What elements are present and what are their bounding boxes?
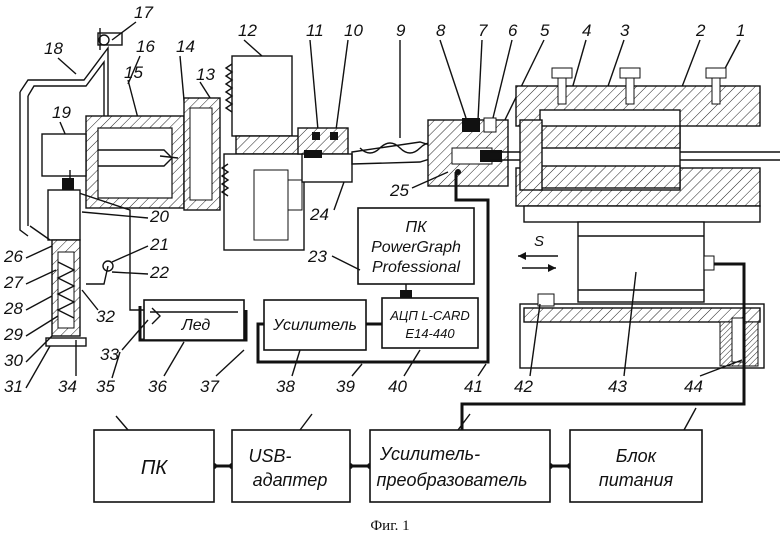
part-number: 41	[464, 377, 483, 396]
amplifier-converter-block: Усилитель- преобразователь	[370, 430, 550, 502]
block-label: питания	[599, 470, 674, 490]
part-numbers-bottom: 34 35 36 37 38 39 40 41 42 43 44	[58, 377, 703, 396]
dynamometer-table	[520, 222, 764, 368]
part-numbers-left: 26 27 28 29 30 31	[3, 247, 23, 396]
part-number: 6	[508, 21, 518, 40]
part-number: 12	[238, 21, 257, 40]
part-number: 29	[3, 325, 23, 344]
part-number: 39	[336, 377, 355, 396]
part-number: 15	[124, 63, 143, 82]
block-label: PowerGraph	[371, 239, 461, 256]
part-number: 30	[4, 351, 23, 370]
part-number: 31	[4, 377, 23, 396]
feed-label: S	[534, 233, 544, 250]
part-number: 25	[389, 181, 409, 200]
part-number: 40	[388, 377, 407, 396]
feed-direction: S	[518, 233, 558, 272]
block-label: Е14-440	[405, 326, 455, 341]
block-label: АЦП L-CARD	[389, 308, 470, 323]
block-label: ПК	[141, 457, 168, 479]
part-number: 21	[149, 235, 169, 254]
part-number: 36	[148, 377, 167, 396]
part-number: 28	[3, 299, 23, 318]
part-number: 14	[176, 37, 195, 56]
block-label: Лед	[181, 317, 211, 334]
block-label: Усилитель-	[379, 444, 480, 464]
part-number: 1	[736, 21, 745, 40]
tool-holder	[298, 128, 352, 182]
usb-adapter-block: USB- адаптер	[232, 430, 350, 502]
part-number: 37	[200, 377, 219, 396]
part-number: 9	[396, 21, 406, 40]
part-number: 42	[514, 377, 533, 396]
part-number: 27	[3, 273, 23, 292]
part-number: 19	[52, 103, 71, 122]
block-label: преобразователь	[377, 470, 528, 490]
part-number: 35	[96, 377, 115, 396]
part-number: 43	[608, 377, 627, 396]
part-number: 22	[149, 263, 169, 282]
power-unit-block: Блок питания	[570, 430, 702, 502]
block-label: Блок	[616, 446, 658, 466]
part-number: 7	[478, 21, 488, 40]
pc-powergraph-block: ПК PowerGraph Professional	[358, 208, 474, 284]
block-label: ПК	[405, 219, 428, 236]
part-number: 23	[307, 247, 327, 266]
block-label: Professional	[372, 259, 460, 276]
part-number: 5	[540, 21, 550, 40]
ice-bath-block: Лед	[144, 300, 244, 340]
part-number: 4	[582, 21, 591, 40]
part-number: 32	[96, 307, 115, 326]
part-number: 2	[695, 21, 706, 40]
part-number: 11	[306, 21, 324, 40]
part-number: 3	[620, 21, 630, 40]
part-number: 8	[436, 21, 446, 40]
figure-caption: Фиг. 1	[370, 518, 409, 534]
block-label: Усилитель	[272, 317, 357, 334]
part-number: 26	[3, 247, 23, 266]
part-number: 10	[344, 21, 363, 40]
part-number: 34	[58, 377, 77, 396]
pc-block: ПК	[94, 430, 214, 502]
block-label: адаптер	[253, 470, 328, 490]
amplifier-block: Усилитель	[264, 300, 366, 350]
part-number: 44	[684, 377, 703, 396]
spindle-housing	[516, 68, 760, 222]
part-number: 18	[44, 39, 63, 58]
leader-lines-blocks	[116, 408, 696, 430]
block-label: USB-	[248, 446, 291, 466]
part-number: 20	[149, 207, 169, 226]
part-number: 13	[196, 65, 215, 84]
part-number: 38	[276, 377, 295, 396]
part-number: 24	[309, 205, 329, 224]
part-number: 17	[134, 3, 153, 22]
part-number: 16	[136, 37, 155, 56]
adc-block: АЦП L-CARD Е14-440	[382, 298, 478, 348]
lathe-chuck	[222, 56, 306, 250]
